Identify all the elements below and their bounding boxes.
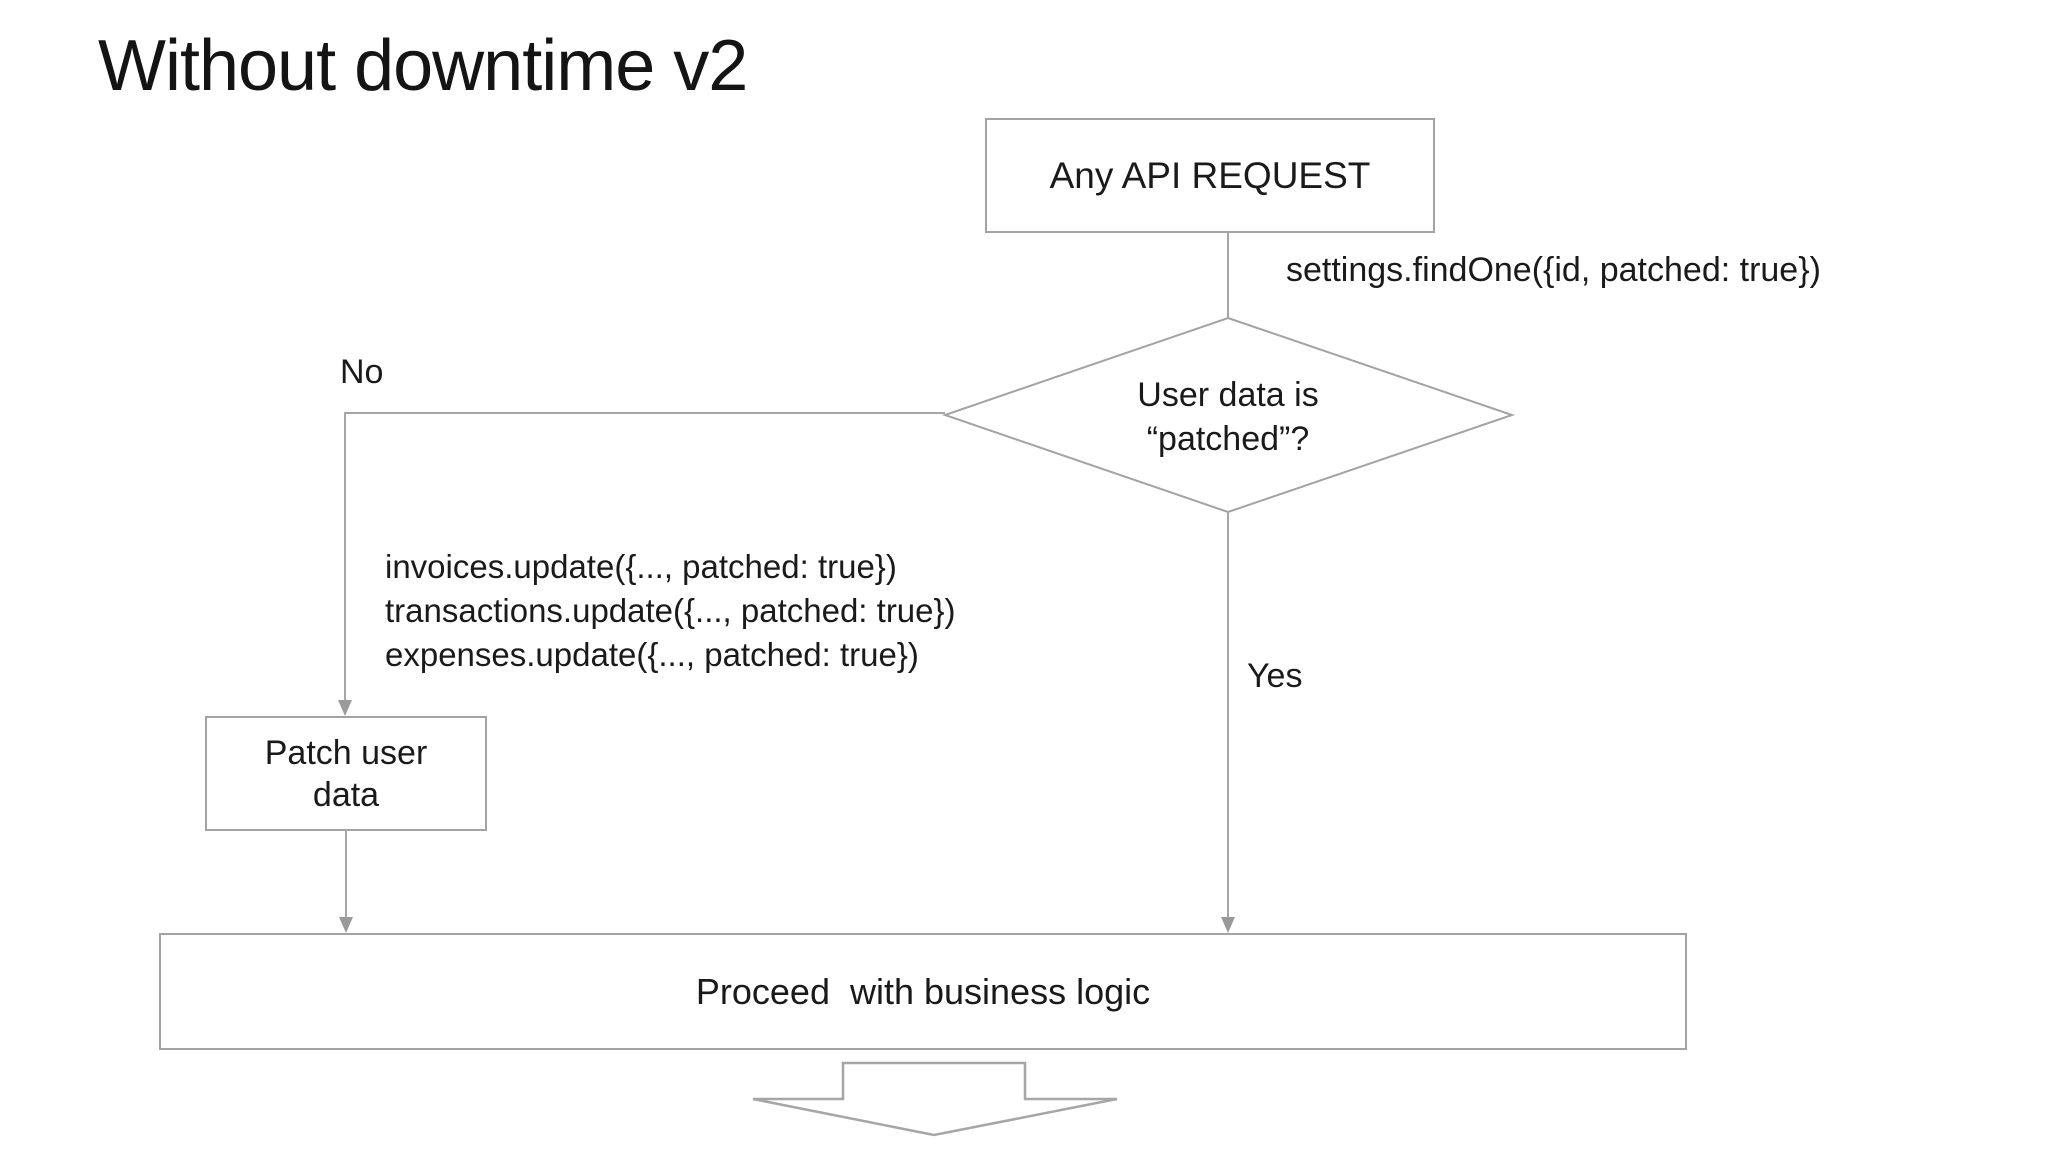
node-any-api-request-label: Any API REQUEST bbox=[1049, 154, 1371, 196]
node-proceed-business-logic: Proceed with business logic bbox=[159, 933, 1687, 1050]
node-proceed-label: Proceed with business logic bbox=[695, 970, 1151, 1012]
update-call-expenses: expenses.update({..., patched: true}) bbox=[385, 636, 919, 673]
arrowhead-no-into-patch bbox=[338, 700, 352, 716]
edge-label-settings-findone: settings.findOne({id, patched: true}) bbox=[1286, 251, 1821, 289]
node-any-api-request: Any API REQUEST bbox=[985, 118, 1435, 233]
big-down-arrow bbox=[752, 1061, 1118, 1137]
edge-label-update-calls: invoices.update({..., patched: true}) tr… bbox=[385, 545, 956, 677]
edge-no-branch bbox=[344, 412, 945, 700]
node-decision-label-line1: User data is bbox=[1137, 376, 1319, 414]
slide-title: Without downtime v2 bbox=[98, 26, 748, 106]
node-patch-label-line1: Patch user bbox=[264, 733, 428, 772]
arrowhead-patch-into-proceed bbox=[339, 917, 353, 933]
node-decision-label-line2: “patched”? bbox=[1146, 420, 1310, 458]
node-decision: User data is “patched”? bbox=[1028, 373, 1428, 461]
arrowhead-yes-into-proceed bbox=[1221, 917, 1235, 933]
edge-label-yes: Yes bbox=[1247, 657, 1303, 695]
node-patch-user-data: Patch user data bbox=[205, 716, 487, 831]
edge-label-no: No bbox=[340, 353, 384, 391]
update-call-transactions: transactions.update({..., patched: true}… bbox=[385, 592, 956, 629]
node-patch-label-line2: data bbox=[312, 775, 380, 814]
update-call-invoices: invoices.update({..., patched: true}) bbox=[385, 548, 897, 585]
